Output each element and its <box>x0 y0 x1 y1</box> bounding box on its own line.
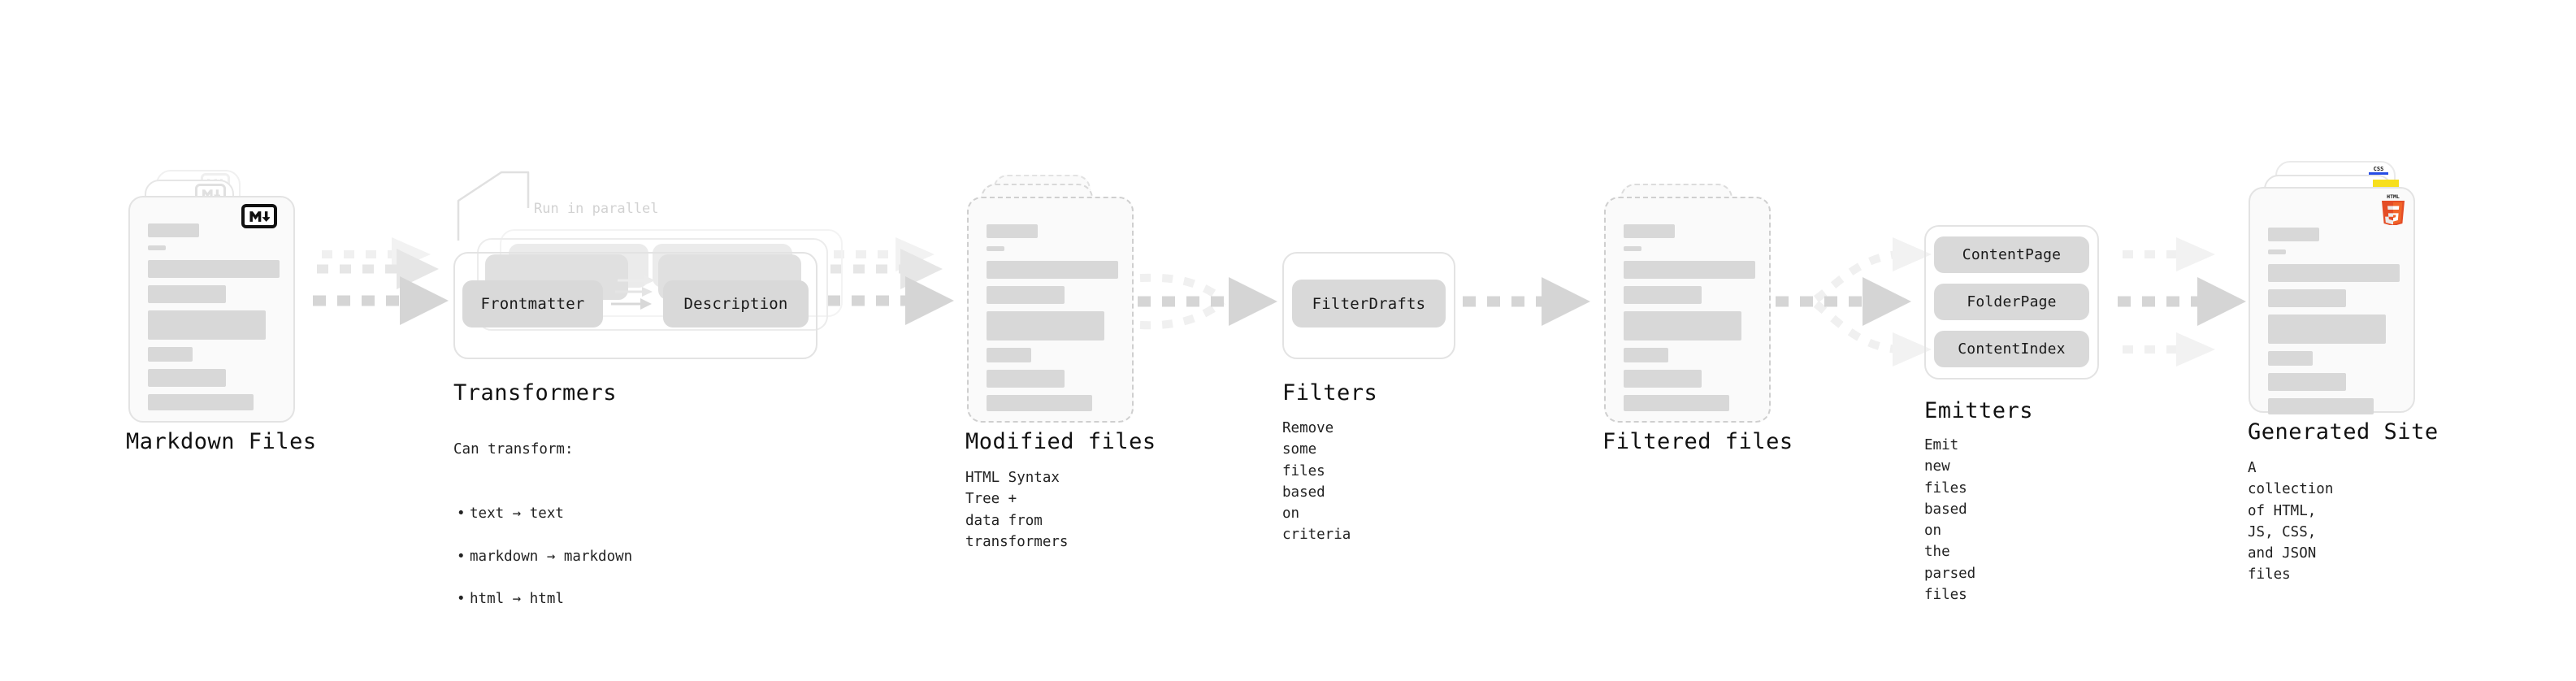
caption-title-emitters: Emitters <box>1924 398 2034 423</box>
transformers-bullet-1: markdown → markdown <box>453 546 632 567</box>
caption-sub-generated-site: A collection of HTML, JS, CSS, and JSON … <box>2248 460 2334 583</box>
skeleton-line-3 <box>2268 314 2386 344</box>
svg-text:CSS: CSS <box>2374 166 2384 172</box>
caption-sub-filters: Remove some files based on criteria <box>1282 420 1351 544</box>
arrow-transformers-to-modified <box>827 237 954 325</box>
arrow-modified-to-filters <box>1138 273 1277 330</box>
emitters-group-box <box>1924 225 2099 380</box>
transformers-bullet-0: text → text <box>453 503 632 524</box>
skeleton-line-2 <box>148 285 226 303</box>
caption-sub-emitters: Emit new files based on the parsed files <box>1924 437 1976 603</box>
html5-badge: HTML <box>2379 193 2407 228</box>
filters-pill-filterdrafts[interactable]: FilterDrafts <box>1292 280 1446 327</box>
filtered-card-front <box>1604 197 1771 423</box>
skeleton-subline <box>1624 246 1641 251</box>
transformers-bullets: text → text markdown → markdown html → h… <box>453 482 632 631</box>
markdown-badge-icon <box>241 204 277 228</box>
skeleton-subline <box>987 246 1004 251</box>
arrow-emitters-to-site <box>2118 237 2246 367</box>
css-badge: CSS <box>2368 164 2389 175</box>
arrow-filtered-to-emitters <box>1776 237 1932 367</box>
skeleton-line-3 <box>1624 311 1741 340</box>
skeleton-line-6 <box>1624 395 1729 411</box>
skeleton-heading <box>987 224 1038 238</box>
skeleton-line-1 <box>2268 264 2400 282</box>
skeleton-line-6 <box>148 394 254 410</box>
skeleton-line-5 <box>2268 373 2346 391</box>
skeleton-line-3 <box>987 311 1104 340</box>
transformer-pill-description[interactable]: Description <box>663 280 809 327</box>
skeleton-subline <box>148 245 166 250</box>
skeleton-line-1 <box>1624 261 1755 279</box>
caption-title-generated-site: Generated Site <box>2248 419 2439 445</box>
skeleton-heading <box>1624 224 1675 238</box>
arrow-filters-to-filtered <box>1463 277 1590 326</box>
filters-group-box <box>1282 252 1455 359</box>
skeleton-line-3 <box>148 310 266 340</box>
skeleton-line-5 <box>148 369 226 387</box>
skeleton-line-5 <box>1624 370 1702 388</box>
caption-title-transformers: Transformers <box>453 380 618 406</box>
emitters-pill-contentpage[interactable]: ContentPage <box>1934 236 2089 273</box>
skeleton-line-1 <box>148 260 280 278</box>
parallel-label: Run in parallel <box>534 201 659 217</box>
skeleton-line-2 <box>2268 289 2346 307</box>
caption-title-filters: Filters <box>1282 380 1378 406</box>
skeleton-line-2 <box>987 286 1065 304</box>
emitters-pill-contentindex[interactable]: ContentIndex <box>1934 331 2089 367</box>
caption-sub-transformers: Can transform: text → text markdown → ma… <box>453 418 632 653</box>
modified-card-front <box>967 197 1134 423</box>
site-card-front <box>2249 187 2415 414</box>
skeleton-line-6 <box>987 395 1092 411</box>
transformers-bullet-2: html → html <box>453 588 632 609</box>
caption-sub-modified-files: HTML Syntax Tree + data from transformer… <box>965 470 1069 550</box>
skeleton-line-2 <box>1624 286 1702 304</box>
skeleton-subline <box>2268 249 2286 254</box>
skeleton-heading <box>148 223 199 237</box>
skeleton-line-4 <box>148 347 193 362</box>
skeleton-line-5 <box>987 370 1065 388</box>
caption-title-markdown-files: Markdown Files <box>126 429 317 454</box>
caption-title-modified-files: Modified files <box>965 429 1156 454</box>
caption-title-filtered-files: Filtered files <box>1602 429 1793 454</box>
markdown-card-front <box>128 196 295 423</box>
arrow-markdown-to-transformers <box>313 237 449 325</box>
transformer-pill-frontmatter[interactable]: Frontmatter <box>462 280 603 327</box>
skeleton-line-4 <box>987 348 1031 362</box>
skeleton-line-4 <box>2268 351 2313 366</box>
transformer-group-front <box>453 252 817 359</box>
transformers-subtitle-heading: Can transform: <box>453 441 574 458</box>
svg-text:HTML: HTML <box>2387 193 2400 200</box>
skeleton-heading <box>2268 228 2319 241</box>
emitters-pill-folderpage[interactable]: FolderPage <box>1934 284 2089 320</box>
skeleton-line-4 <box>1624 348 1668 362</box>
skeleton-line-6 <box>2268 398 2374 414</box>
skeleton-line-1 <box>987 261 1118 279</box>
